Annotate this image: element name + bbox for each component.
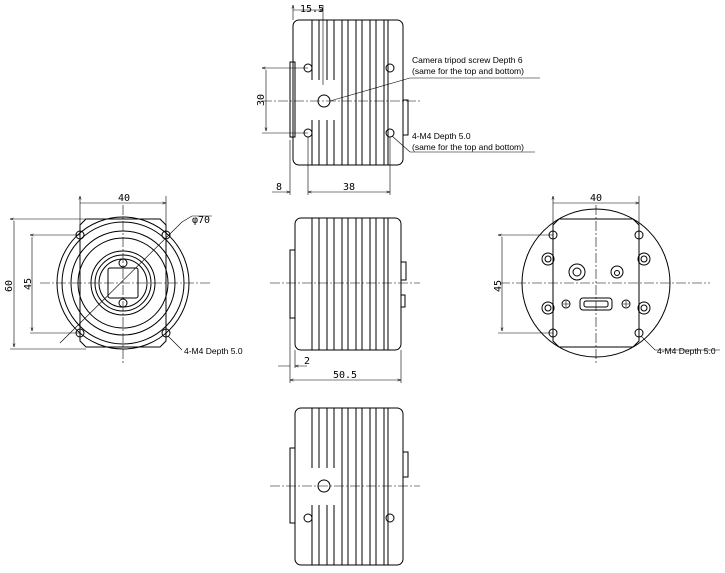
m4-top-note-line2: (same for the top and bottom)	[412, 142, 524, 152]
rear-view: 40 45 4-M4 Depth 5.0	[493, 193, 720, 365]
io-connector	[610, 265, 624, 279]
m4-top-note-line1: 4-M4 Depth 5.0	[412, 131, 471, 141]
power-connector	[568, 263, 586, 281]
top-connector	[403, 99, 409, 136]
top-flange	[289, 61, 296, 138]
bottom-body-outline	[294, 407, 404, 566]
m4-holes-top	[303, 63, 395, 138]
screw-left-icon	[561, 299, 571, 309]
m4-front-note: 4-M4 Depth 5.0	[184, 346, 243, 356]
dim-2: 2	[304, 356, 310, 367]
side-view: 2 50.5	[270, 217, 420, 383]
front-flange	[79, 218, 167, 348]
screw-right-icon	[621, 299, 631, 309]
dim-45-rear: 45	[493, 280, 504, 292]
front-view: 40 φ70 60 45 4-M4 Depth 5.0	[4, 193, 243, 365]
bottom-view	[270, 407, 420, 566]
top-fins	[311, 20, 389, 165]
top-view: 30 15.5 8 38 Camera tripod screw Depth 6…	[256, 4, 540, 195]
dim-8: 8	[276, 182, 282, 193]
dim-50-5: 50.5	[333, 370, 357, 381]
m4-rear-note: 4-M4 Depth 5.0	[657, 346, 716, 356]
dim-40-front: 40	[118, 193, 130, 204]
dim-30: 30	[256, 94, 267, 106]
dim-15-5: 15.5	[300, 4, 324, 15]
dim-45-front: 45	[23, 278, 34, 290]
dim-60: 60	[4, 280, 15, 292]
tripod-note-line1: Camera tripod screw Depth 6	[412, 55, 523, 65]
tripod-note-line2: (same for the top and bottom)	[412, 66, 524, 76]
dim-40-rear: 40	[590, 193, 602, 204]
dim-38: 38	[343, 182, 355, 193]
dim-phi70: φ70	[192, 215, 210, 226]
rear-flange	[552, 218, 640, 348]
